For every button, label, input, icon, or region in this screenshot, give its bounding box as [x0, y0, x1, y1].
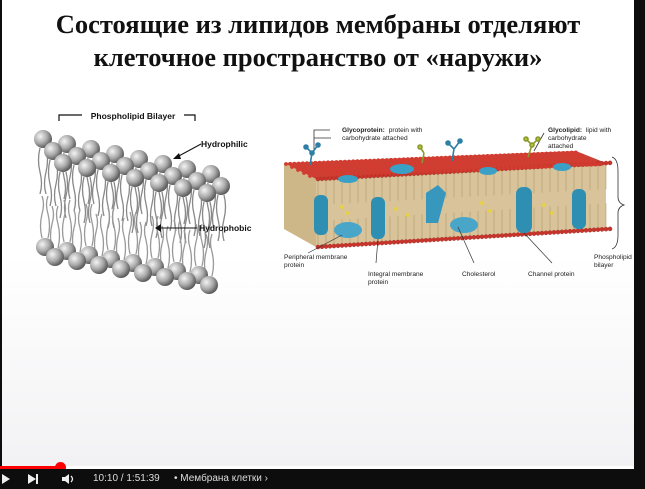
glycoprotein-desc-2: carbohydrate attached — [342, 135, 408, 142]
integral-protein-label-2: protein — [368, 279, 388, 286]
video-slide[interactable]: Состоящие из липидов мембраны отделяют к… — [2, 0, 634, 466]
glycoprotein-carbohydrate — [303, 138, 463, 166]
progress-scrubber[interactable] — [55, 462, 67, 473]
glycolipid-label: Glycolipid: — [548, 127, 582, 134]
surface-proteins — [338, 163, 571, 183]
next-icon[interactable] — [26, 472, 40, 486]
glycolipid-carbohydrate — [417, 136, 541, 164]
video-frame-left-edge — [0, 0, 2, 489]
peripheral-protein-label-2: protein — [284, 262, 304, 269]
integral-membrane-protein — [314, 187, 586, 239]
duration: 1:51:39 — [126, 473, 160, 484]
current-time: 10:10 — [93, 473, 119, 484]
bilayer-heading: Phospholipid Bilayer — [91, 111, 176, 121]
glycolipid-desc-3: attached — [548, 143, 574, 150]
cell-membrane-figure: Glycoprotein: protein with carbohydrate … — [284, 127, 632, 286]
integral-protein-label-1: Integral membrane — [368, 271, 424, 278]
phospholipid-bilayer-label-1: Phospholipid — [594, 254, 632, 261]
glycoprotein-label: Glycoprotein: — [342, 127, 385, 134]
svg-text:Glycolipid: lipid with: Glycolipid: lipid with — [548, 127, 612, 134]
peripheral-membrane-protein — [334, 217, 478, 238]
channel-protein-label: Channel protein — [528, 271, 575, 278]
slide-title-line-2: клеточное пространство от «наружи» — [93, 42, 543, 72]
chevron-right-icon: › — [264, 473, 268, 484]
chapter-button[interactable]: • Мембрана клетки › — [174, 473, 268, 484]
phospholipid-bilayer-figure: Phospholipid Bilayer Hydrophilic Hydroph… — [34, 109, 252, 294]
cholesterol-molecules — [340, 201, 554, 217]
time-display: 10:10 / 1:51:39 — [93, 473, 160, 484]
cholesterol-label: Cholesterol — [462, 271, 496, 278]
glycoprotein-desc-1: protein with — [389, 127, 423, 134]
slide-title: Состоящие из липидов мембраны отделяют к… — [2, 8, 634, 74]
glycolipid-desc-2: carbohydrate — [548, 135, 587, 142]
slide-title-line-1: Состоящие из липидов мембраны отделяют — [55, 9, 581, 39]
phospholipid-bilayer-label-2: bilayer — [594, 262, 614, 269]
hydrophobic-label: Hydrophobic — [199, 223, 252, 233]
channel-protein — [426, 185, 446, 223]
bottom-heads — [36, 238, 218, 294]
player-controls: 10:10 / 1:51:39 • Мембрана клетки › — [0, 469, 645, 489]
membrane-front-face — [316, 163, 606, 247]
time-separator: / — [118, 473, 127, 484]
peripheral-protein-label-1: Peripheral membrane — [284, 254, 348, 261]
play-next-icon[interactable] — [2, 472, 12, 486]
hydrophilic-label: Hydrophilic — [201, 139, 248, 149]
top-heads — [34, 130, 230, 202]
bottom-tails — [39, 195, 215, 277]
volume-icon[interactable] — [61, 472, 77, 486]
video-frame-right-edge — [634, 0, 645, 489]
glycolipid-desc-1: lipid with — [586, 127, 612, 134]
chapter-title: Мембрана клетки — [180, 473, 262, 484]
progress-bar[interactable] — [0, 462, 634, 473]
progress-played — [0, 466, 61, 469]
chapter-bullet: • — [174, 473, 178, 484]
svg-text:Glycoprotein: protein wi: Glycoprotein: protein with — [342, 127, 423, 134]
